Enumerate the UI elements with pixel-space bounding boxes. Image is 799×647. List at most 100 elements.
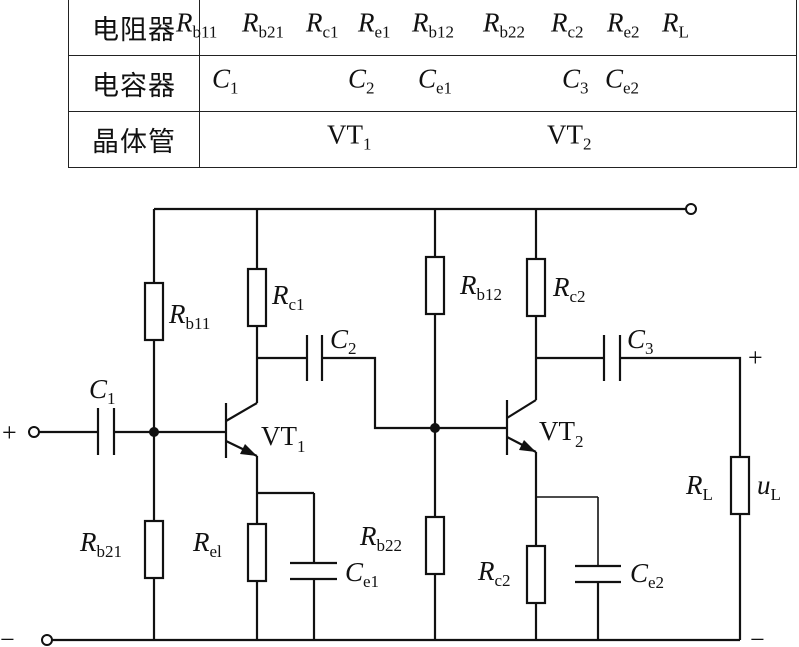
- component-symbol: C1: [212, 63, 239, 98]
- label-re1: Rel: [192, 527, 222, 561]
- vt1-emitter-arrow: [240, 444, 257, 456]
- label-rl: RL: [685, 470, 713, 504]
- label-ce2: Ce2: [630, 558, 664, 592]
- symbol-letter: R: [176, 7, 193, 38]
- label-rb21: Rb21: [79, 527, 122, 561]
- rl-resistor: [729, 455, 751, 516]
- symbol-letter: R: [662, 7, 679, 38]
- rb12-resistor: [424, 255, 446, 316]
- rb22-resistor: [424, 515, 446, 576]
- symbol-subscript: e2: [623, 78, 640, 98]
- output-wire: [620, 356, 742, 457]
- component-symbol: Re2: [607, 7, 640, 42]
- input-ground-terminal: [41, 634, 53, 646]
- label-rb22: Rb22: [359, 521, 402, 555]
- symbol-subscript: e2: [623, 22, 640, 42]
- label-c1: C1: [89, 374, 116, 408]
- symbol-letter: R: [358, 7, 375, 38]
- symbol-subscript: e1: [374, 22, 391, 42]
- symbol-subscript: 2: [366, 78, 375, 98]
- row-header-transistors: 晶体管: [68, 111, 200, 168]
- symbol-subscript: 3: [580, 78, 589, 98]
- rc2-resistor: [525, 257, 547, 318]
- symbol-letter: R: [412, 7, 429, 38]
- symbol-letter: R: [551, 7, 568, 38]
- symbol-subscript: 1: [363, 134, 372, 154]
- rb11-resistor: [143, 281, 165, 342]
- label-rb12: Rb12: [459, 270, 502, 304]
- row-header-capacitors: 电容器: [68, 55, 200, 112]
- re2-resistor: [525, 544, 547, 605]
- component-symbol: Rb11: [176, 7, 217, 42]
- label-vt1: VT1: [261, 421, 306, 456]
- symbol-letter: VT: [327, 119, 363, 150]
- component-symbol: Ce2: [605, 63, 639, 98]
- symbol-letter: C: [348, 63, 367, 94]
- symbol-subscript: L: [678, 22, 689, 42]
- symbol-letter: R: [242, 7, 259, 38]
- vt2-emitter-arrow: [519, 440, 536, 452]
- re1-resistor: [246, 522, 268, 583]
- label-rc2: Rc2: [552, 272, 586, 306]
- symbol-letter: C: [212, 63, 231, 94]
- c2-to-vt2-base-wire: [322, 356, 433, 430]
- component-symbol: Rc2: [551, 7, 584, 42]
- symbol-letter: C: [418, 63, 437, 94]
- component-symbol: Rb21: [242, 7, 284, 42]
- component-symbol: Rb12: [412, 7, 454, 42]
- symbol-letter: R: [607, 7, 624, 38]
- symbol-letter: R: [306, 7, 323, 38]
- output-plus-sign: +: [748, 343, 763, 372]
- output-minus-sign: −: [750, 625, 765, 647]
- component-symbol: Rc1: [306, 7, 339, 42]
- supply-terminal: [685, 203, 697, 215]
- symbol-subscript: b12: [428, 22, 455, 42]
- symbol-subscript: 2: [583, 134, 592, 154]
- input-minus-sign: −: [0, 625, 15, 647]
- rb21-resistor: [143, 519, 165, 580]
- component-symbol: C2: [348, 63, 375, 98]
- row-header-resistors: 电阻器: [68, 0, 200, 56]
- input-plus-sign: +: [2, 418, 17, 447]
- label-ce1: Ce1: [345, 557, 379, 591]
- label-rb11: Rb11: [168, 299, 210, 333]
- symbol-subscript: b22: [499, 22, 526, 42]
- component-symbol: Re1: [358, 7, 391, 42]
- symbol-subscript: b11: [192, 22, 218, 42]
- component-symbol: Rb22: [483, 7, 525, 42]
- label-re2: Rc2: [477, 556, 511, 590]
- symbol-letter: C: [562, 63, 581, 94]
- label-rc1: Rc1: [271, 280, 305, 314]
- vt2-collector-lead: [506, 399, 537, 419]
- symbol-subscript: c2: [567, 22, 584, 42]
- component-symbol: VT2: [547, 119, 592, 154]
- symbol-subscript: 1: [230, 78, 239, 98]
- component-symbol: C3: [562, 63, 589, 98]
- vt1-collector-lead: [225, 402, 258, 422]
- label-c3: C3: [627, 324, 654, 358]
- rc1-resistor: [246, 267, 268, 328]
- component-symbol: RL: [662, 7, 689, 42]
- component-symbol: VT1: [327, 119, 372, 154]
- symbol-letter: VT: [547, 119, 583, 150]
- input-terminal: [28, 426, 40, 438]
- label-output-voltage: uL: [757, 470, 781, 504]
- label-vt2: VT2: [539, 416, 584, 451]
- symbol-subscript: b21: [258, 22, 285, 42]
- symbol-letter: C: [605, 63, 624, 94]
- symbol-subscript: c1: [322, 22, 339, 42]
- symbol-letter: R: [483, 7, 500, 38]
- label-c2: C2: [330, 324, 357, 358]
- symbol-subscript: e1: [436, 78, 453, 98]
- component-symbol: Ce1: [418, 63, 452, 98]
